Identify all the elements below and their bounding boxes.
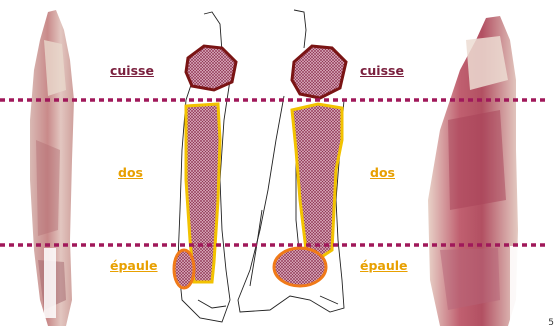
label-epaule-right: épaule [360,259,408,273]
label-cuisse-left: cuisse [110,64,154,78]
left-cuisse-zone [186,46,236,90]
right-cuisse-zone [292,46,346,98]
page-number: 5 [548,318,554,328]
right-epaule-zone [274,248,326,286]
label-epaule-left: épaule [110,259,158,273]
left-epaule-zone [174,250,194,288]
label-dos-right: dos [370,166,395,180]
label-cuisse-right: cuisse [360,64,404,78]
left-carcass-photo [30,10,74,326]
label-dos-left: dos [118,166,143,180]
right-carcass-photo [428,16,520,326]
right-dos-zone [292,104,342,258]
